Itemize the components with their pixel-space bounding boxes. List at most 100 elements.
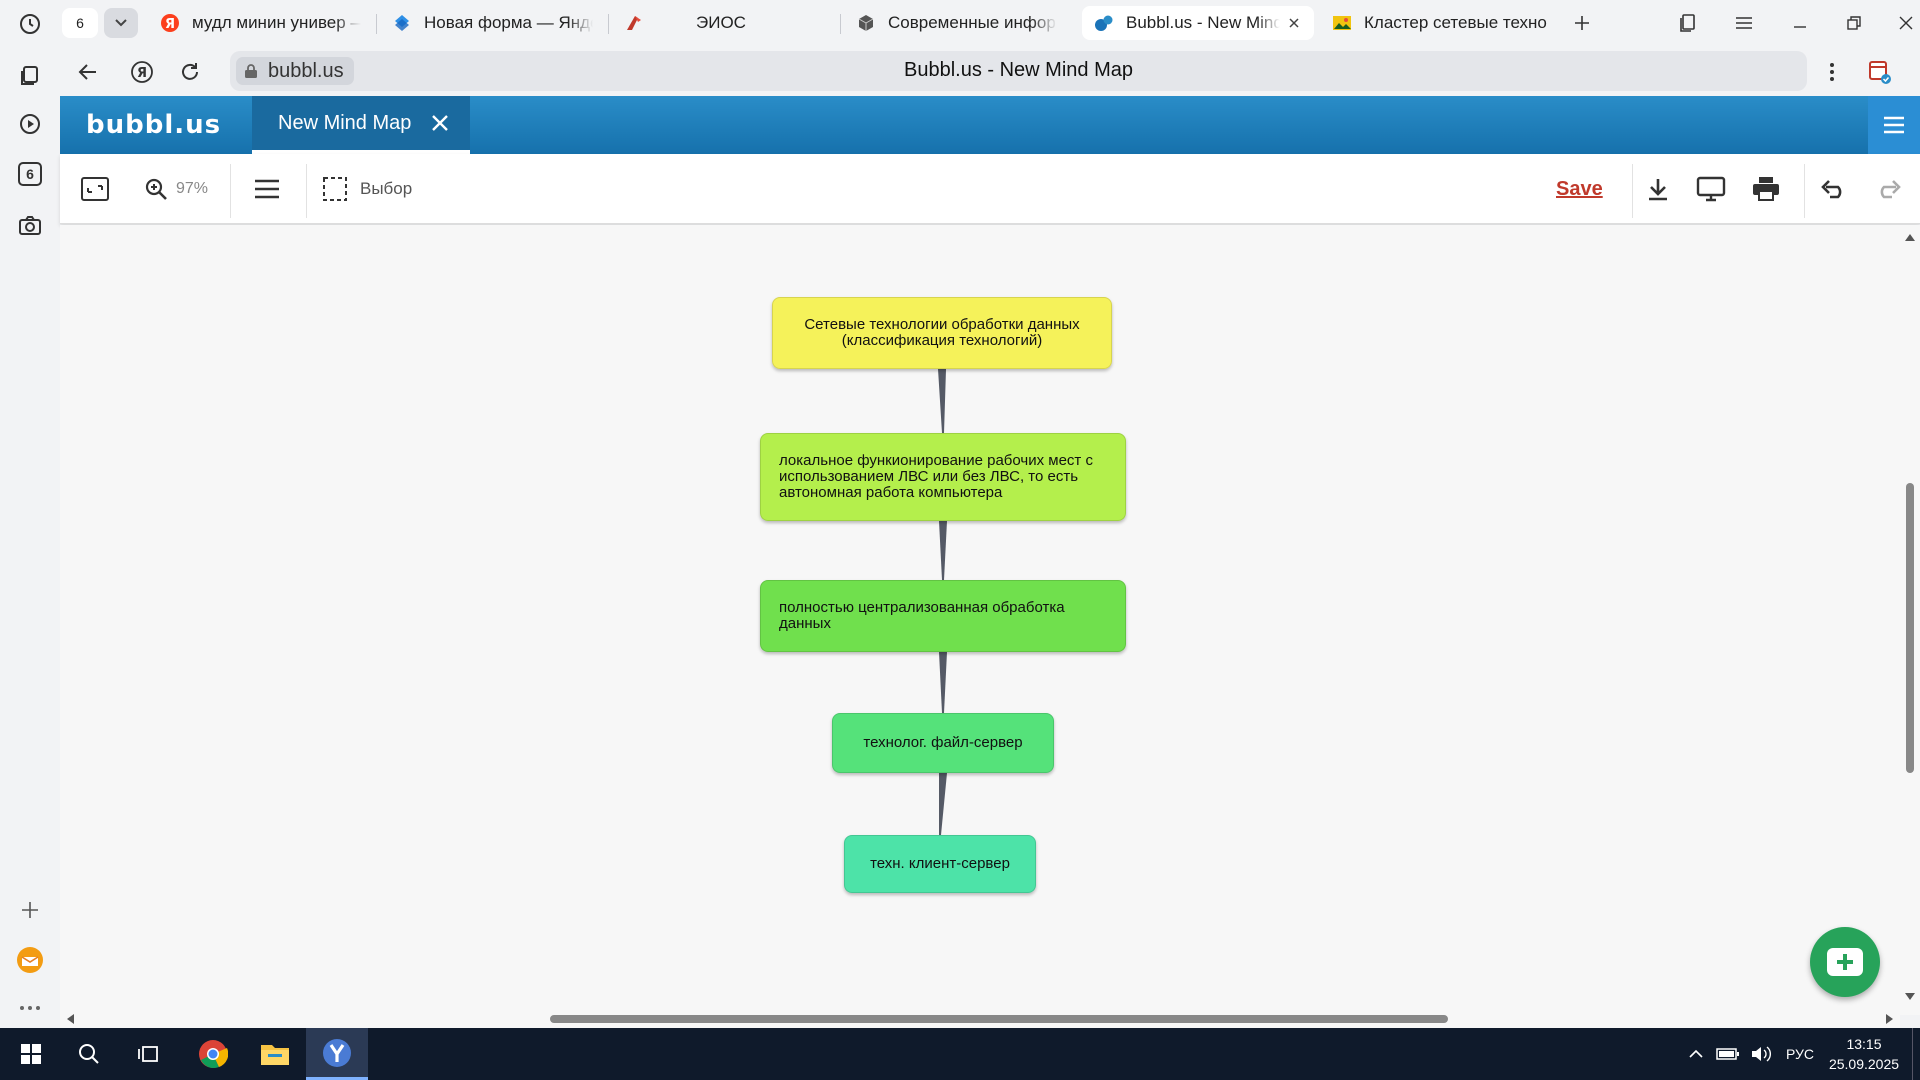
node-text: Сетевые технологии обработки данных (кла…	[804, 316, 1080, 349]
yandex-logo-icon: Я	[131, 61, 153, 83]
export-button[interactable]	[1646, 171, 1670, 207]
mindmap-canvas[interactable]: Сетевые технологии обработки данных (кла…	[60, 225, 1900, 1015]
browser-menu-button[interactable]	[1724, 6, 1764, 40]
explorer-taskbar-button[interactable]	[244, 1028, 306, 1080]
plus-icon	[1575, 16, 1589, 30]
start-button[interactable]	[0, 1028, 62, 1080]
back-button[interactable]	[70, 54, 106, 90]
show-desktop-button[interactable]	[1912, 1028, 1913, 1080]
video-play-icon[interactable]	[12, 106, 48, 142]
tab-count-button[interactable]: 6	[62, 8, 98, 38]
undo-button[interactable]	[1820, 171, 1848, 207]
address-bar[interactable]: bubbl.us Bubbl.us - New Mind Map	[230, 51, 1807, 91]
horizontal-scrollbar[interactable]	[60, 1010, 1900, 1028]
bubbl-icon	[1094, 13, 1114, 33]
more-icon[interactable]	[12, 990, 48, 1026]
tab-eios[interactable]: ЭИОС	[612, 6, 837, 40]
mail-service-icon[interactable]	[12, 942, 48, 978]
vertical-scroll-thumb[interactable]	[1906, 483, 1914, 773]
add-panel-icon[interactable]	[12, 892, 48, 928]
tray-overflow[interactable]	[1688, 1028, 1704, 1080]
input-language[interactable]: РУС	[1786, 1046, 1815, 1062]
node-text: техн. клиент-сервер	[870, 855, 1010, 872]
mindmap-node-local[interactable]: локальное функионирование рабочих мест с…	[760, 433, 1126, 521]
yandex-browser-taskbar-button[interactable]	[306, 1028, 368, 1080]
connector-layer	[938, 369, 947, 835]
battery-status[interactable]	[1716, 1028, 1740, 1080]
clock[interactable]: 13:15 25.09.2025	[1820, 1028, 1908, 1080]
history-icon[interactable]	[12, 6, 48, 42]
printer-icon	[1753, 177, 1779, 201]
search-button[interactable]	[58, 1028, 120, 1080]
close-tab-icon[interactable]	[1286, 15, 1302, 31]
save-button[interactable]: Save	[1556, 171, 1603, 207]
node-connector	[939, 652, 947, 713]
extension-button[interactable]	[1862, 54, 1898, 90]
node-text: полностью централизованная обработка дан…	[779, 599, 1065, 632]
minimize-button[interactable]	[1780, 6, 1820, 40]
zoom-control[interactable]: 97%	[144, 171, 208, 207]
chrome-taskbar-button[interactable]	[182, 1028, 244, 1080]
chevron-down-icon	[115, 19, 127, 27]
reload-button[interactable]	[172, 54, 208, 90]
tab-list-dropdown[interactable]	[104, 8, 138, 38]
new-tab-button[interactable]	[1562, 6, 1602, 40]
close-map-icon[interactable]	[429, 112, 451, 134]
tabs-badge-button[interactable]: 6	[12, 156, 48, 192]
select-mode-button[interactable]: Выбор	[322, 171, 412, 207]
scroll-right-arrow-icon[interactable]	[1886, 1014, 1894, 1024]
tab-moodle[interactable]: Я мудл минин универ — Я	[148, 6, 373, 40]
mindmap-node-file-server[interactable]: технолог. файл-сервер	[832, 713, 1054, 773]
redo-button[interactable]	[1874, 171, 1902, 207]
yandex-home-button[interactable]: Я	[124, 54, 160, 90]
tab-new-mind-map[interactable]: New Mind Map	[252, 96, 470, 154]
calendar-extension-icon	[1869, 61, 1891, 84]
node-text: технолог. файл-сервер	[863, 734, 1023, 751]
bubbl-logo[interactable]: bubbl.us	[86, 110, 222, 140]
print-button[interactable]	[1752, 171, 1780, 207]
close-window-button[interactable]	[1886, 6, 1920, 40]
page-title: Bubbl.us - New Mind Map	[904, 59, 1133, 81]
tab-modern-info[interactable]: Современные информац	[844, 6, 1069, 40]
volume-control[interactable]	[1750, 1028, 1772, 1080]
scroll-left-arrow-icon[interactable]	[66, 1014, 74, 1024]
tab-cluster[interactable]: Кластер сетевые техно	[1320, 6, 1605, 40]
chevron-up-icon	[1689, 1049, 1703, 1058]
bookmarks-button[interactable]	[1668, 6, 1708, 40]
scroll-down-arrow-icon[interactable]	[1905, 993, 1915, 1001]
app-menu-button[interactable]	[1868, 96, 1920, 154]
screenshot-icon[interactable]	[12, 208, 48, 244]
scroll-up-arrow-icon[interactable]	[1905, 233, 1915, 241]
undo-icon	[1821, 180, 1842, 199]
fit-screen-button[interactable]	[80, 171, 110, 207]
add-node-button[interactable]	[1810, 927, 1880, 997]
tab-label: Современные информац	[888, 13, 1057, 32]
mindmap-node-centralized[interactable]: полностью централизованная обработка дан…	[760, 580, 1126, 652]
clock-date: 25.09.2025	[1828, 1056, 1900, 1072]
vertical-scrollbar[interactable]	[1900, 225, 1920, 1015]
cube-icon	[856, 13, 876, 33]
clock-time: 13:15	[1846, 1036, 1882, 1052]
horizontal-scroll-thumb[interactable]	[550, 1015, 1448, 1023]
tab-bubbl-active[interactable]: Bubbl.us - New Mind	[1082, 6, 1314, 40]
download-icon	[1649, 179, 1667, 201]
mindmap-node-client-server[interactable]: техн. клиент-сервер	[844, 835, 1036, 893]
arrow-left-icon	[78, 64, 96, 80]
tab-new-form[interactable]: Новая форма — Яндекс	[380, 6, 605, 40]
restore-button[interactable]	[1834, 6, 1874, 40]
browser-sidebar: 6	[0, 0, 60, 1028]
hamburger-icon	[1884, 116, 1904, 134]
present-button[interactable]	[1696, 171, 1726, 207]
collections-icon[interactable]	[12, 58, 48, 94]
folder-icon	[261, 1045, 289, 1065]
toolbar: 97% Выбор Save	[60, 154, 1920, 224]
url-chip[interactable]: bubbl.us	[236, 57, 354, 85]
svg-text:Я: Я	[137, 66, 147, 81]
mindmap-node-root[interactable]: Сетевые технологии обработки данных (кла…	[772, 297, 1112, 369]
outline-button[interactable]	[254, 171, 280, 207]
forms-icon	[392, 13, 412, 33]
page-options-button[interactable]	[1814, 54, 1850, 90]
task-view-button[interactable]	[118, 1028, 180, 1080]
downloads-button[interactable]	[1912, 54, 1920, 90]
minimize-icon	[1794, 26, 1806, 28]
